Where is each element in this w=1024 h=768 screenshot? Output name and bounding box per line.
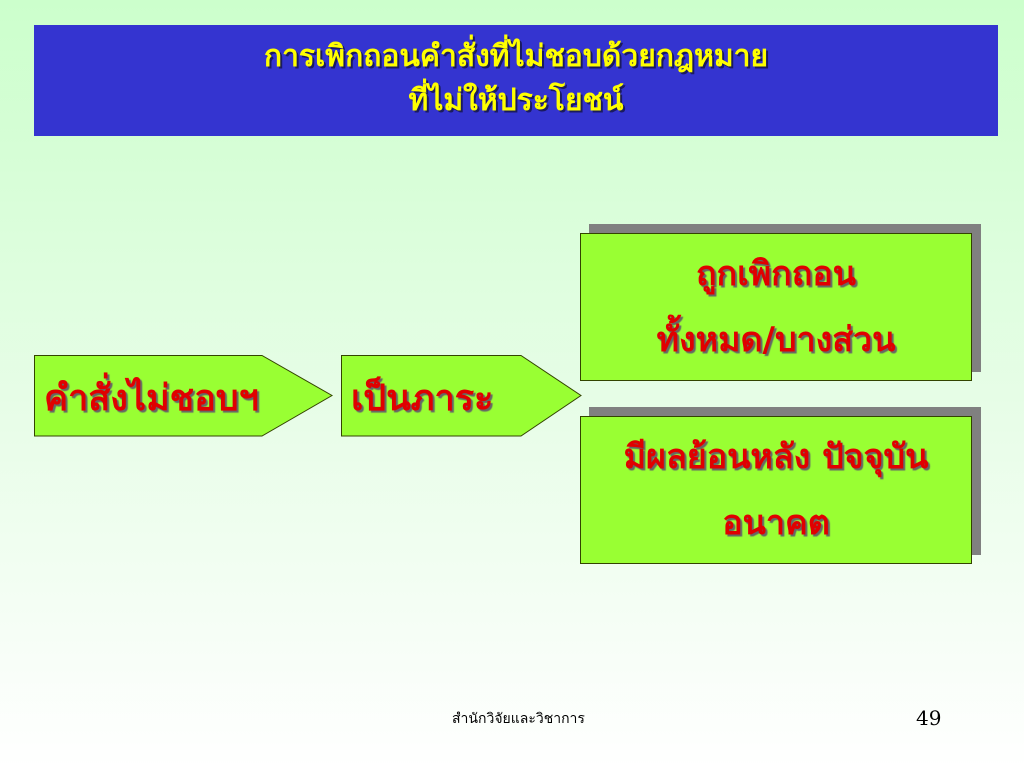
pentagon-arrow-shape bbox=[341, 355, 582, 437]
flow-step-2-label: เป็นภาระ bbox=[351, 377, 494, 419]
footer-org: สำนักวิจัยและวิชาการ bbox=[452, 711, 585, 727]
title-line-2: ที่ไม่ให้ประโยชน์ bbox=[408, 83, 624, 118]
outcome-1-line-2: ทั้งหมด/บางส่วน bbox=[656, 320, 896, 360]
outcome-box-effect: มีผลย้อนหลัง ปัจจุบัน อนาคต bbox=[580, 416, 972, 564]
pentagon-arrow-shape bbox=[34, 355, 334, 437]
flow-step-1: คำสั่งไม่ชอบฯ bbox=[34, 355, 334, 437]
slide-title: การเพิกถอนคำสั่งที่ไม่ชอบด้วยกฎหมาย ที่ไ… bbox=[34, 25, 998, 136]
outcome-box-revoked: ถูกเพิกถอน ทั้งหมด/บางส่วน bbox=[580, 233, 972, 381]
outcome-2-line-2: อนาคต bbox=[722, 503, 830, 543]
title-line-1: การเพิกถอนคำสั่งที่ไม่ชอบด้วยกฎหมาย bbox=[263, 39, 769, 74]
flow-step-1-label: คำสั่งไม่ชอบฯ bbox=[44, 377, 259, 419]
outcome-2-line-1: มีผลย้อนหลัง ปัจจุบัน bbox=[623, 437, 929, 477]
flow-step-2: เป็นภาระ bbox=[341, 355, 583, 437]
outcome-1-line-1: ถูกเพิกถอน bbox=[695, 254, 857, 294]
page-number: 49 bbox=[916, 706, 942, 730]
